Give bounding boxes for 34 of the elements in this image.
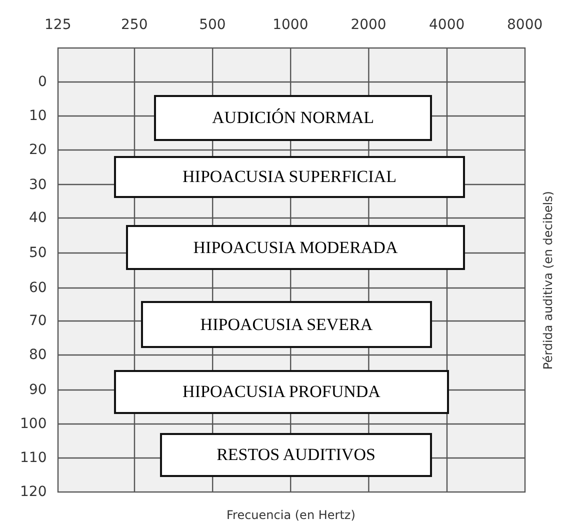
y-tick-label: 0 [38, 74, 47, 90]
y-tick-label: 30 [29, 176, 47, 192]
y-tick-label: 70 [29, 313, 47, 329]
category-label: RESTOS AUDITIVOS [216, 445, 376, 465]
category-label: AUDICIÓN NORMAL [212, 108, 374, 128]
y-tick-label: 60 [29, 280, 47, 296]
category-box [141, 301, 432, 348]
y-tick-label: 50 [29, 245, 47, 261]
category-label: HIPOACUSIA MODERADA [193, 238, 398, 258]
x-tick-label: 250 [121, 17, 148, 33]
category-label: HIPOACUSIA PROFUNDA [182, 382, 380, 402]
y-tick-label: 40 [29, 210, 47, 226]
category-label: HIPOACUSIA SEVERA [200, 314, 373, 334]
category-box [160, 433, 432, 477]
y-tick-label: 90 [29, 382, 47, 398]
y-tick-label: 80 [29, 347, 47, 363]
category-box [114, 370, 449, 414]
x-tick-label: 125 [44, 17, 72, 33]
y-tick-label: 20 [29, 142, 47, 158]
y-tick-label: 110 [20, 450, 47, 466]
x-tick-label: 500 [199, 17, 226, 33]
x-tick-label: 4000 [429, 17, 465, 33]
category-box [154, 95, 432, 141]
y-tick-label: 10 [29, 108, 47, 124]
x-tick-label: 1000 [272, 17, 308, 33]
category-label: HIPOACUSIA SUPERFICIAL [182, 167, 396, 187]
category-box [126, 225, 465, 270]
y-tick-label: 120 [20, 484, 47, 500]
y-tick-label: 100 [20, 416, 47, 432]
x-tick-label: 2000 [350, 17, 386, 33]
y-axis-title: Pérdida auditiva (en decibels) [541, 190, 555, 370]
x-axis-title: Frecuencia (en Hertz) [226, 508, 356, 522]
category-box [114, 156, 465, 198]
x-tick-label: 8000 [507, 17, 543, 33]
